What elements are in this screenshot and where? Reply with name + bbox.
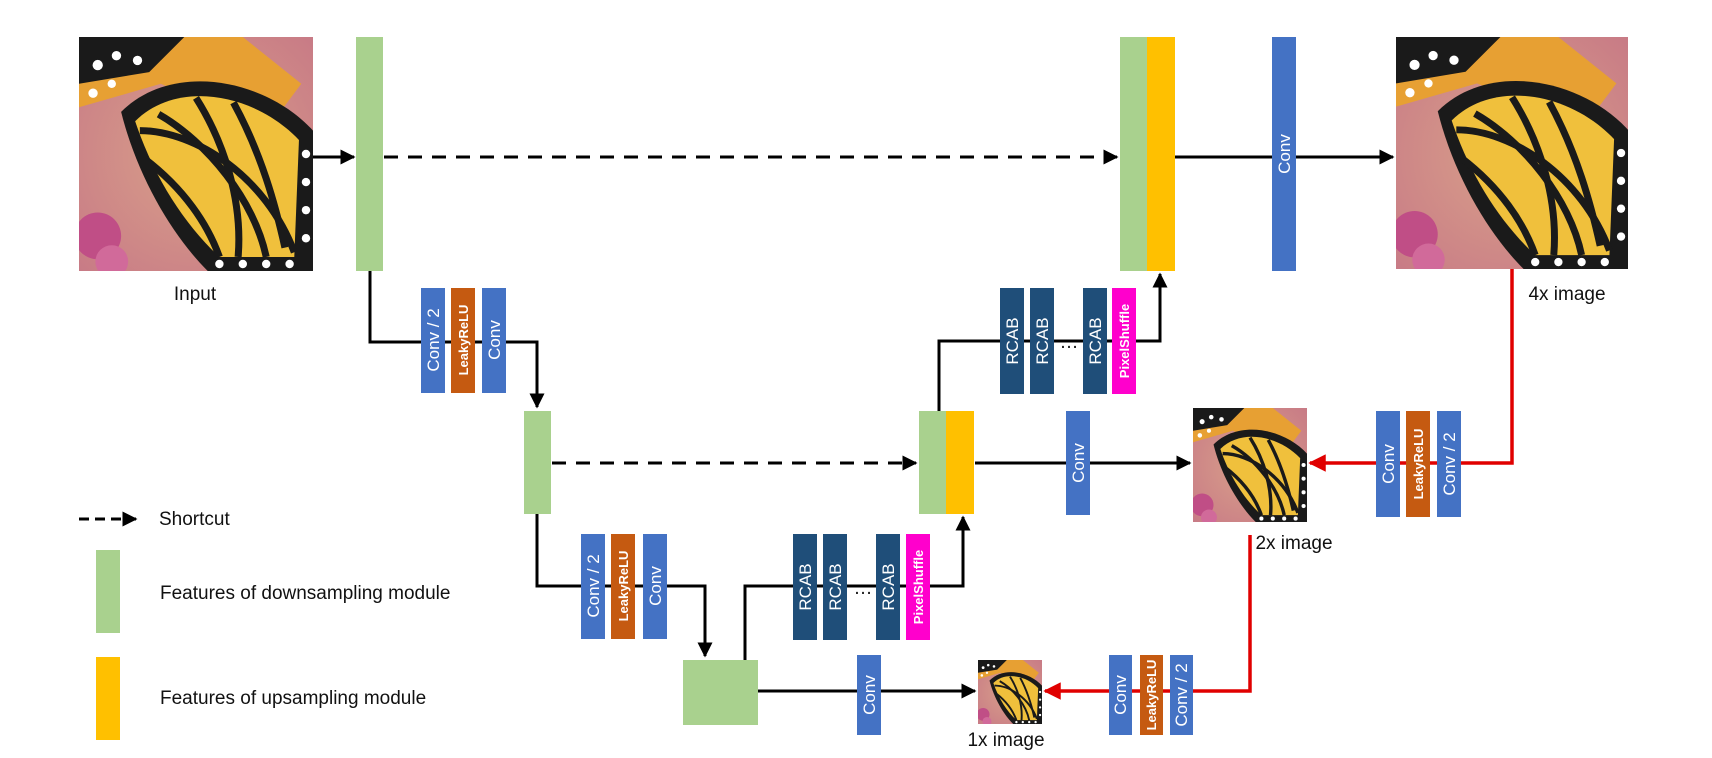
conv-block-1x <box>857 655 881 735</box>
rcab-block-u1-a <box>793 534 817 640</box>
rcab-block-u1-a-label: RCAB <box>796 563 815 610</box>
conv-half-block-r2 <box>1170 655 1193 735</box>
down-feature-level3 <box>683 660 758 725</box>
output-1x-image <box>978 660 1042 724</box>
concat-down-feature-level1 <box>1120 37 1147 271</box>
output-2x-label: 2x image <box>1255 533 1332 554</box>
conv-block-d2-label: Conv <box>646 566 665 606</box>
conv-half-block-d1 <box>421 288 445 393</box>
leaky-relu-block-r1 <box>1406 411 1430 517</box>
pixel-shuffle-block-u2 <box>1112 288 1136 394</box>
leaky-relu-block-d2 <box>611 534 635 639</box>
leaky-relu-block-d1-label: LeakyReLU <box>456 305 471 376</box>
conv-half-block-d2 <box>581 534 605 639</box>
rcab-block-u2-a-label: RCAB <box>1003 317 1022 364</box>
conv-block-2x-label: Conv <box>1069 443 1088 483</box>
rcab-block-u1-c <box>876 534 900 640</box>
conv-half-block-r1-label: Conv / 2 <box>1440 432 1459 495</box>
output-1x-label: 1x image <box>967 730 1044 751</box>
conv-half-block-d1-label: Conv / 2 <box>424 308 443 371</box>
conv-block-r2 <box>1109 655 1132 735</box>
down-feature-level1 <box>356 37 383 271</box>
pixel-shuffle-block-u1-label: PixelShuffle <box>911 550 926 624</box>
output-4x-label: 4x image <box>1528 284 1605 305</box>
conv-block-top <box>1272 37 1296 271</box>
conv-block-r2-label: Conv <box>1111 675 1130 715</box>
input-image <box>74 37 313 278</box>
leaky-relu-block-r2-label: LeakyReLU <box>1144 660 1159 731</box>
legend-upsampling-label: Features of upsampling module <box>160 688 426 709</box>
conv-half-block-r1 <box>1437 411 1461 517</box>
conv-half-block-d2-label: Conv / 2 <box>584 554 603 617</box>
conv-block-top-label: Conv <box>1275 134 1294 174</box>
rcab-block-u2-b-label: RCAB <box>1033 317 1052 364</box>
rcab-block-u2-c <box>1083 288 1107 394</box>
concat-up-feature-level1 <box>1147 37 1175 271</box>
conv-block-2x <box>1066 411 1090 515</box>
legend-downsampling-swatch <box>96 550 120 633</box>
conv-block-r1 <box>1376 411 1400 517</box>
concat-down-feature-level2 <box>919 411 946 514</box>
conv-block-1x-label: Conv <box>860 675 879 715</box>
leaky-relu-block-d1 <box>451 288 475 393</box>
conv-block-d2 <box>643 534 667 639</box>
down-feature-level2 <box>524 411 551 514</box>
leaky-relu-block-r1-label: LeakyReLU <box>1411 429 1426 500</box>
conv-block-d1-label: Conv <box>485 320 504 360</box>
output-4x-image <box>1391 37 1628 276</box>
conv-half-block-r2-label: Conv / 2 <box>1172 663 1191 726</box>
rcab-block-u1-b-label: RCAB <box>826 563 845 610</box>
conv-block-d1 <box>482 288 506 393</box>
output-2x-image <box>1193 408 1307 522</box>
pixel-shuffle-block-u1 <box>906 534 930 640</box>
legend-upsampling-swatch <box>96 657 120 740</box>
pixel-shuffle-block-u2-label: PixelShuffle <box>1117 304 1132 378</box>
rcab-block-u1-b <box>823 534 847 640</box>
leaky-relu-block-r2 <box>1140 655 1163 735</box>
upsample-path-1 <box>743 515 971 660</box>
leaky-relu-block-d2-label: LeakyReLU <box>616 551 631 622</box>
rcab-ellipsis-u1: … <box>854 578 873 599</box>
conv-block-r1-label: Conv <box>1379 444 1398 484</box>
legend-downsampling-label: Features of downsampling module <box>160 583 450 604</box>
rcab-ellipsis-u2: … <box>1060 332 1079 353</box>
rcab-block-u2-c-label: RCAB <box>1086 317 1105 364</box>
rcab-block-u2-b <box>1030 288 1054 394</box>
rcab-block-u2-a <box>1000 288 1024 394</box>
rcab-block-u1-c-label: RCAB <box>879 563 898 610</box>
legend-shortcut-label: Shortcut <box>159 509 230 530</box>
input-label: Input <box>174 284 217 305</box>
concat-up-feature-level2 <box>946 411 974 514</box>
